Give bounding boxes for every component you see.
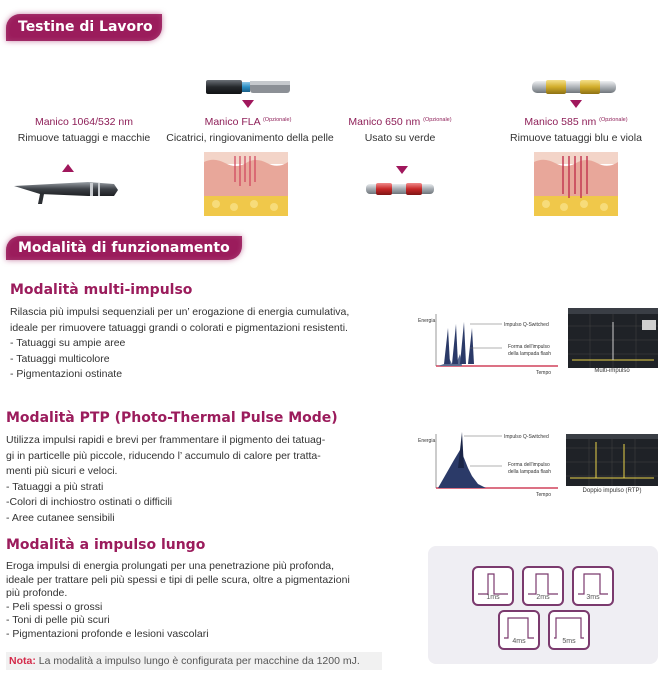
- pulse-width-label: 3ms: [586, 594, 600, 601]
- mode-long-text: Eroga impulsi di energia prolungati per …: [6, 560, 350, 641]
- mode-multi-title: Modalità multi-impulso: [10, 282, 193, 298]
- skin-layer-diagram-2: [534, 152, 618, 216]
- handpiece-2-desc: Cicatrici, ringiovanimento della pelle: [166, 132, 334, 144]
- square-wave-icon: [554, 617, 584, 639]
- chart-flash-label-2: della lampada flash: [508, 351, 551, 357]
- pulse-width-3ms: 3ms: [572, 566, 614, 606]
- text-line: Rilascia più impulsi sequenziali per un’…: [10, 306, 350, 318]
- chart-x-label: Tempo: [536, 370, 551, 376]
- square-wave-icon: [504, 617, 534, 639]
- text-line: - Pigmentazioni ostinate: [10, 368, 123, 380]
- pointer-down-icon: [570, 100, 582, 108]
- note-box: Nota: La modalità a impulso lungo è conf…: [6, 652, 382, 670]
- pulse-width-2ms: 2ms: [522, 566, 564, 606]
- handpiece-3-title: Manico 650 nm (Opzionale): [348, 116, 452, 128]
- handpiece-1064-image: [14, 182, 118, 204]
- handpiece-1-desc: Rimuove tatuaggi e macchie: [17, 132, 151, 144]
- pulse-width-panel: 1ms 2ms 3ms 4ms 5ms: [428, 546, 658, 664]
- handpiece-4-desc: Rimuove tatuaggi blu e viola: [510, 132, 642, 144]
- pulse-width-label: 2ms: [536, 594, 550, 601]
- section-banner-testine: Testine di Lavoro: [6, 14, 162, 41]
- skin-layer-diagram-1: [204, 152, 288, 216]
- text-line: -Colori di inchiostro ostinati o diffici…: [6, 496, 173, 508]
- chart-y-label: Energia: [418, 318, 435, 324]
- square-wave-icon: [528, 573, 558, 595]
- pulse-width-label: 5ms: [562, 638, 576, 645]
- chart-flash-label-2: della lampada flash: [508, 469, 551, 475]
- text-line: - Peli spessi o grossi: [6, 600, 103, 613]
- text-line: - Tatuaggi su ampie aree: [10, 337, 126, 349]
- note-text: La modalità a impulso lungo è configurat…: [35, 655, 360, 667]
- chart-flash-label-1: Forma dell'impulso: [508, 462, 550, 468]
- handpiece-650-image: [366, 183, 434, 195]
- chart-y-label: Energia: [418, 438, 435, 444]
- text-line: gi in particelle più piccole, riducendo …: [6, 449, 321, 462]
- oscilloscope-multi-caption: Multi-impulso: [594, 368, 630, 374]
- oscilloscope-ptp-image: [566, 434, 658, 486]
- handpiece-585-image: [532, 80, 616, 94]
- pointer-down-icon: [396, 166, 408, 174]
- text-line: - Toni di pelle più scuri: [6, 614, 110, 626]
- text-line: ideale per rimuovere tatuaggi grandi o c…: [10, 321, 348, 334]
- text-line: - Tatuaggi a più strati: [6, 480, 104, 493]
- mode-ptp-title: Modalità PTP (Photo-Thermal Pulse Mode): [6, 410, 338, 426]
- pulse-width-4ms: 4ms: [498, 610, 540, 650]
- pointer-up-icon: [62, 164, 74, 172]
- mode-multi-text: Rilascia più impulsi sequenziali per un’…: [10, 305, 349, 383]
- pulse-width-label: 4ms: [512, 638, 526, 645]
- section-banner-modalita: Modalità di funzionamento: [6, 236, 242, 260]
- square-wave-icon: [478, 573, 508, 595]
- oscilloscope-multi-image: [568, 308, 658, 368]
- chart-qswitch-label: Impulso Q-Switched: [504, 434, 549, 440]
- square-wave-icon: [578, 573, 608, 595]
- note-label: Nota:: [9, 655, 36, 667]
- text-line: - Pigmentazioni profonde e lesioni vasco…: [6, 627, 209, 640]
- chart-flash-label-1: Forma dell'impulso: [508, 344, 550, 350]
- handpiece-1-title: Manico 1064/532 nm: [34, 116, 134, 128]
- multi-pulse-chart: Energia Tempo Impulso Q-Switched Forma d…: [418, 314, 558, 376]
- text-line: menti più sicuri e veloci.: [6, 465, 118, 477]
- ptp-pulse-chart: Energia Tempo Impulso Q-Switched Forma d…: [418, 432, 558, 498]
- text-line: ideale per trattare peli più spessi e ti…: [6, 573, 350, 586]
- handpiece-3-desc: Usato su verde: [364, 132, 436, 144]
- text-line: più profonde.: [6, 587, 68, 599]
- handpiece-4-title: Manico 585 nm (Opzionale): [524, 116, 628, 128]
- pulse-width-label: 1ms: [486, 594, 500, 601]
- handpiece-2-title: Manico FLA (Opzionale): [204, 116, 292, 128]
- oscilloscope-ptp-caption: Doppio impulso (RTP): [582, 488, 642, 494]
- chart-qswitch-label: Impulso Q-Switched: [504, 322, 549, 328]
- mode-ptp-text: Utilizza impulsi rapidi e brevi per fram…: [6, 433, 325, 526]
- chart-x-label: Tempo: [536, 492, 551, 498]
- pulse-width-1ms: 1ms: [472, 566, 514, 606]
- pulse-width-5ms: 5ms: [548, 610, 590, 650]
- mode-long-title: Modalità a impulso lungo: [6, 537, 206, 553]
- text-line: - Aree cutanee sensibili: [6, 511, 115, 524]
- pointer-down-icon: [242, 100, 254, 108]
- handpiece-fla-image: [206, 80, 290, 94]
- text-line: - Tatuaggi multicolore: [10, 352, 110, 365]
- text-line: Utilizza impulsi rapidi e brevi per fram…: [6, 434, 326, 446]
- text-line: Eroga impulsi di energia prolungati per …: [6, 560, 335, 572]
